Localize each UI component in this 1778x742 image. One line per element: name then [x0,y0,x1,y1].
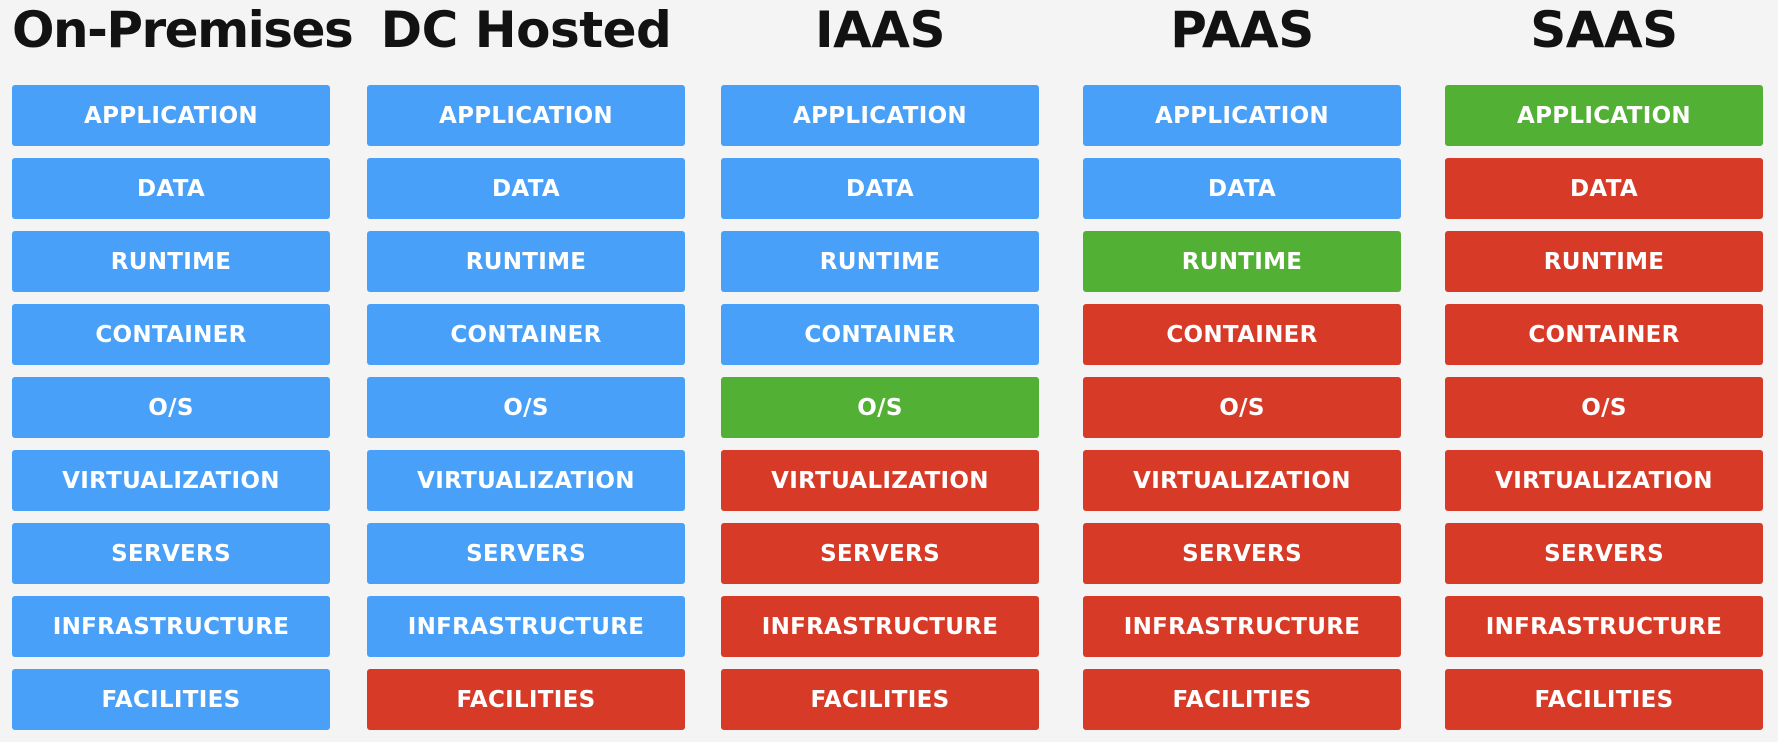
layer-stack: APPLICATION DATA RUNTIME CONTAINER O/S V… [1083,85,1401,742]
layer-os: O/S [367,377,685,438]
layer-servers: SERVERS [367,523,685,584]
layer-runtime: RUNTIME [1083,231,1401,292]
layer-facilities: FACILITIES [1083,669,1401,730]
layer-stack: APPLICATION DATA RUNTIME CONTAINER O/S V… [12,85,330,742]
layer-application: APPLICATION [721,85,1039,146]
layer-servers: SERVERS [721,523,1039,584]
layer-virtualization: VIRTUALIZATION [1445,450,1763,511]
layer-os: O/S [1445,377,1763,438]
layer-servers: SERVERS [1445,523,1763,584]
layer-facilities: FACILITIES [1445,669,1763,730]
layer-runtime: RUNTIME [721,231,1039,292]
layer-container: CONTAINER [1445,304,1763,365]
layer-os: O/S [12,377,330,438]
column-title: On-Premises [12,1,354,59]
column-paas: PAAS APPLICATION DATA RUNTIME CONTAINER … [1083,0,1401,730]
layer-virtualization: VIRTUALIZATION [367,450,685,511]
layer-servers: SERVERS [12,523,330,584]
layer-container: CONTAINER [1083,304,1401,365]
layer-facilities: FACILITIES [367,669,685,730]
column-on-premises: On-Premises APPLICATION DATA RUNTIME CON… [12,0,354,730]
layer-stack: APPLICATION DATA RUNTIME CONTAINER O/S V… [367,85,685,742]
layer-virtualization: VIRTUALIZATION [721,450,1039,511]
layer-os: O/S [721,377,1039,438]
column-dc-hosted: DC Hosted APPLICATION DATA RUNTIME CONTA… [367,0,685,730]
column-saas: SAAS APPLICATION DATA RUNTIME CONTAINER … [1445,0,1763,730]
layer-infrastructure: INFRASTRUCTURE [1445,596,1763,657]
layer-application: APPLICATION [1083,85,1401,146]
column-title: PAAS [1170,1,1314,59]
column-title: IAAS [814,1,946,59]
layer-stack: APPLICATION DATA RUNTIME CONTAINER O/S V… [1445,85,1763,742]
layer-infrastructure: INFRASTRUCTURE [12,596,330,657]
layer-infrastructure: INFRASTRUCTURE [367,596,685,657]
layer-application: APPLICATION [367,85,685,146]
layer-facilities: FACILITIES [721,669,1039,730]
layer-container: CONTAINER [721,304,1039,365]
column-title: SAAS [1530,1,1678,59]
layer-container: CONTAINER [12,304,330,365]
layer-application: APPLICATION [1445,85,1763,146]
layer-os: O/S [1083,377,1401,438]
layer-data: DATA [1083,158,1401,219]
layer-runtime: RUNTIME [367,231,685,292]
layer-data: DATA [12,158,330,219]
layer-facilities: FACILITIES [12,669,330,730]
layer-stack: APPLICATION DATA RUNTIME CONTAINER O/S V… [721,85,1039,742]
layer-servers: SERVERS [1083,523,1401,584]
layer-runtime: RUNTIME [12,231,330,292]
layer-data: DATA [1445,158,1763,219]
layer-virtualization: VIRTUALIZATION [12,450,330,511]
column-title: DC Hosted [380,1,672,59]
layer-data: DATA [367,158,685,219]
layer-infrastructure: INFRASTRUCTURE [721,596,1039,657]
layer-container: CONTAINER [367,304,685,365]
layer-infrastructure: INFRASTRUCTURE [1083,596,1401,657]
layer-runtime: RUNTIME [1445,231,1763,292]
layer-data: DATA [721,158,1039,219]
column-iaas: IAAS APPLICATION DATA RUNTIME CONTAINER … [721,0,1039,730]
layer-application: APPLICATION [12,85,330,146]
layer-virtualization: VIRTUALIZATION [1083,450,1401,511]
